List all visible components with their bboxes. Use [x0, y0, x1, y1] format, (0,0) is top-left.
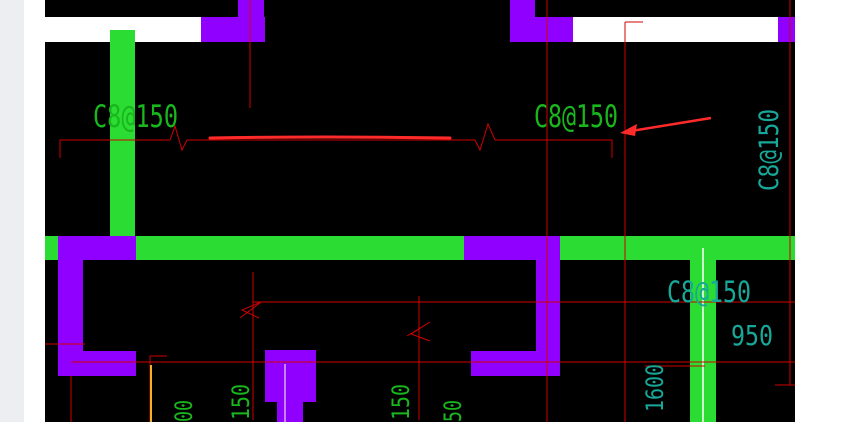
red-arrow-icon — [624, 116, 712, 134]
cad-canvas[interactable]: C8@150 C8@150 C8@150 C8@150 950 1600 150… — [45, 0, 795, 422]
wall-top-right — [573, 17, 778, 42]
label-dim-150-a: 150 — [227, 384, 255, 420]
left-gutter — [0, 0, 25, 422]
red-underline-icon — [208, 135, 452, 140]
canvas-background — [45, 0, 795, 422]
column-top-far-right — [778, 17, 795, 42]
cad-drawing-svg: C8@150 C8@150 C8@150 C8@150 950 1600 150… — [45, 0, 795, 422]
column-post — [265, 350, 316, 402]
beam-horizontal-main — [45, 236, 795, 260]
column-top-left-stem — [238, 0, 264, 18]
label-rebar-right: C8@150 — [534, 99, 618, 135]
page-margin — [24, 0, 45, 422]
label-dim-partial-a: 00 — [170, 400, 198, 422]
column-top-right — [510, 17, 573, 42]
column-u-bottom — [58, 351, 136, 376]
label-dim-150-b: 150 — [387, 384, 415, 420]
red-arrowhead-icon — [620, 124, 637, 136]
label-dim-1600: 1600 — [641, 364, 669, 412]
label-dim-950: 950 — [731, 319, 773, 352]
column-top-left — [201, 17, 265, 42]
label-rebar-left: C8@150 — [93, 99, 178, 135]
column-post-stem — [277, 400, 303, 422]
right-blank-pane — [795, 0, 867, 422]
beam-vertical-left — [110, 30, 135, 237]
label-dim-partial-b: 50 — [439, 400, 467, 422]
label-rebar-vertical: C8@150 — [754, 109, 785, 191]
column-top-right-stem — [510, 0, 535, 18]
column-u2-bottom — [471, 351, 560, 376]
label-rebar-lower: C8@150 — [667, 275, 751, 309]
